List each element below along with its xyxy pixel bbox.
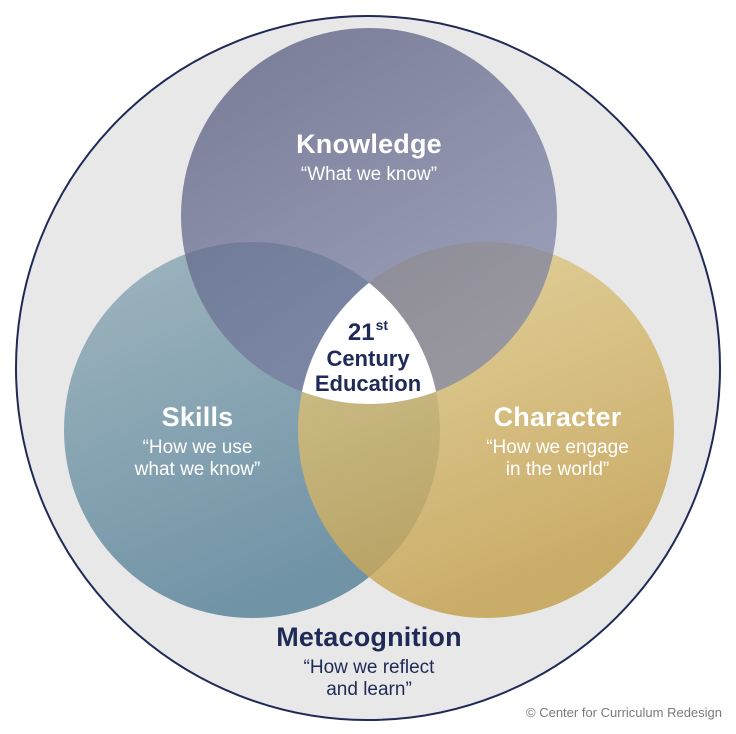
knowledge-label: Knowledge “What we know” [219, 129, 519, 186]
center-line2: Century [326, 345, 410, 371]
skills-subtitle-line2: what we know” [134, 458, 261, 480]
character-subtitle-line1: “How we engage [486, 437, 629, 459]
skills-label: Skills “How we use what we know” [90, 402, 305, 481]
center-overlap-region [298, 242, 440, 404]
skills-subtitle-line1: “How we use [142, 437, 253, 459]
skills-title: Skills [161, 402, 234, 432]
metacognition-label: Metacognition “How we reflect and learn” [219, 622, 519, 701]
center-number: 21 [347, 319, 375, 346]
character-label: Character “How we engage in the world” [450, 402, 665, 481]
center-superscript: st [375, 317, 389, 333]
metacognition-subtitle-line1: “How we reflect [303, 657, 435, 679]
center-label: 21st Century Education [296, 317, 440, 396]
character-subtitle-line2: in the world” [505, 458, 610, 480]
copyright-text: © Center for Curriculum Redesign [526, 705, 722, 720]
knowledge-title: Knowledge [296, 129, 442, 159]
center-line3: Education [314, 370, 422, 396]
metacognition-subtitle-line2: and learn” [326, 678, 412, 700]
knowledge-circle [181, 28, 557, 404]
metacognition-title: Metacognition [276, 622, 462, 652]
character-title: Character [493, 402, 622, 432]
center-number-line: 21st [296, 317, 440, 347]
knowledge-subtitle: “What we know” [300, 164, 438, 186]
